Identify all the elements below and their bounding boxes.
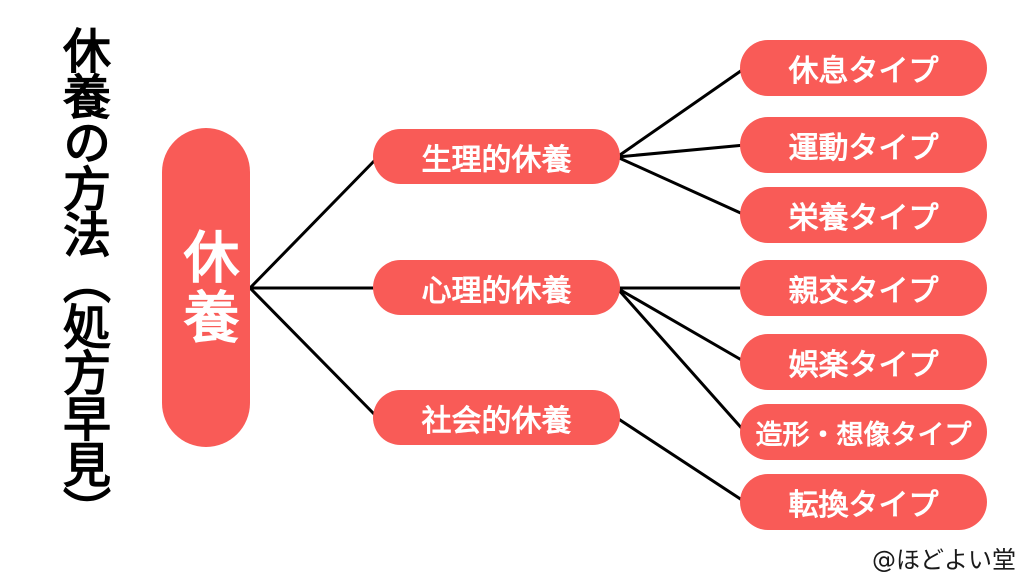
credit-text: @ほどよい堂	[872, 546, 1016, 574]
leaf-label: 親交タイプ	[788, 274, 939, 309]
leaf-node-rest-type: 休息タイプ	[740, 40, 987, 96]
branch-node-psychological: 心理的休養	[373, 260, 620, 315]
connector-line	[615, 286, 747, 434]
leaf-label: 造形・想像タイプ	[755, 419, 972, 451]
connector-line	[615, 286, 747, 364]
root-node-rest: 休養	[162, 128, 250, 447]
leaf-label: 栄養タイプ	[788, 201, 939, 236]
leaf-label: 休息タイプ	[788, 54, 939, 89]
branch-label: 心理的休養	[421, 273, 572, 309]
connector-line	[615, 155, 747, 217]
leaf-node-creative-imagination-type: 造形・想像タイプ	[740, 404, 987, 460]
leaf-label: 娯楽タイプ	[788, 348, 939, 383]
leaf-label: 転換タイプ	[788, 488, 939, 523]
root-node-label: 休養	[174, 227, 239, 348]
branch-label: 社会的休養	[421, 403, 572, 439]
leaf-node-entertainment-type: 娯楽タイプ	[740, 334, 987, 390]
leaf-node-friendship-type: 親交タイプ	[740, 260, 987, 316]
leaf-node-exercise-type: 運動タイプ	[740, 117, 987, 173]
connector-line	[615, 416, 747, 504]
branch-node-social: 社会的休養	[373, 390, 620, 445]
branch-label: 生理的休養	[421, 142, 572, 178]
connector-line	[615, 66, 747, 159]
connector-line	[615, 143, 747, 159]
branch-node-physiological: 生理的休養	[373, 129, 620, 184]
leaf-node-conversion-type: 転換タイプ	[740, 474, 987, 530]
connector-line	[248, 155, 380, 290]
page-title: 休養の方法（処方早見）	[54, 26, 110, 532]
leaf-node-nutrition-type: 栄養タイプ	[740, 187, 987, 243]
connector-line	[248, 286, 380, 420]
leaf-label: 運動タイプ	[788, 131, 939, 166]
